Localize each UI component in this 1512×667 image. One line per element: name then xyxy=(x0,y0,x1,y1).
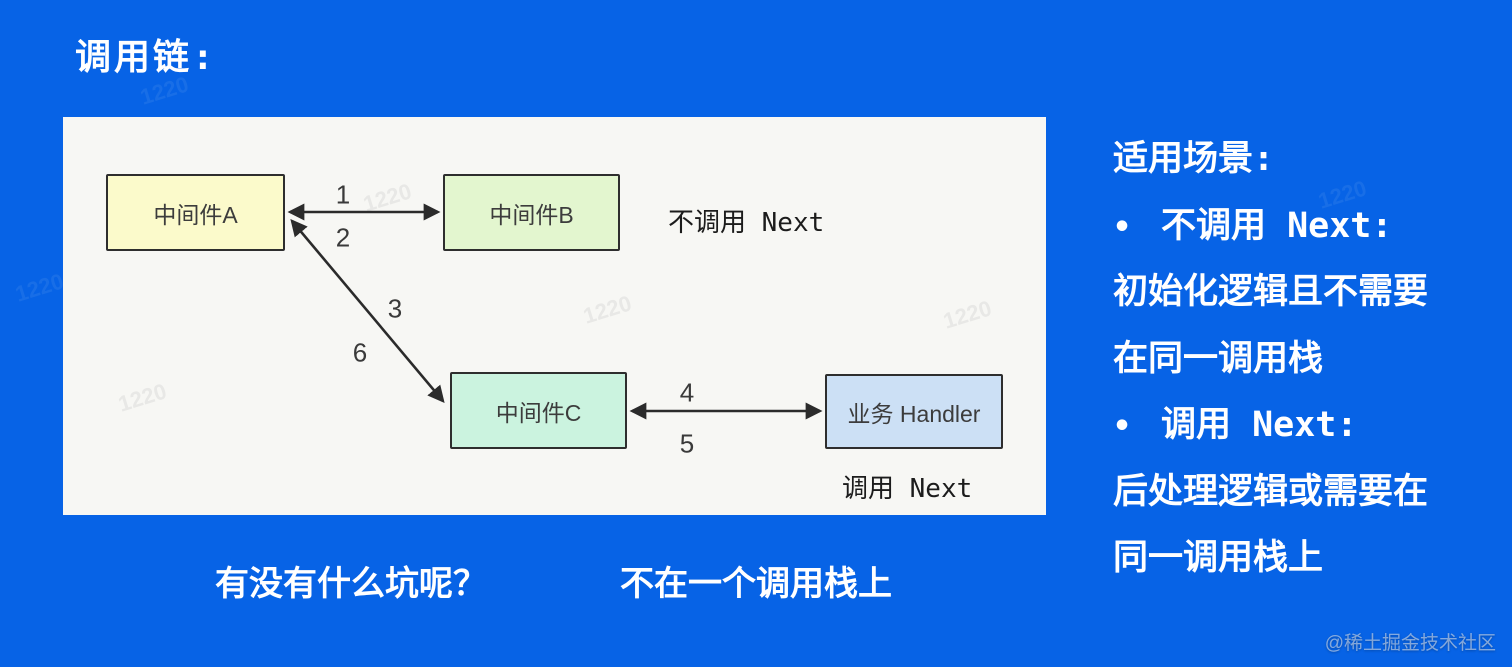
community-watermark: @稀土掘金技术社区 xyxy=(1324,633,1496,654)
arrow-step-label-6: 6 xyxy=(352,337,368,368)
usage-heading: 适用场景: xyxy=(1113,139,1275,179)
arrow-layer xyxy=(287,203,823,420)
next-annotation: 调用 Next xyxy=(842,474,973,504)
usage-line: 初始化逻辑且不需要 xyxy=(1113,272,1429,312)
usage-line: 同一调用栈上 xyxy=(1113,538,1324,578)
usage-line-text: 不调用 Next: xyxy=(1161,205,1393,246)
bullet-icon: • xyxy=(1113,409,1132,444)
node-label: 中间件C xyxy=(495,399,582,426)
arrow-step-label-2: 2 xyxy=(335,222,351,253)
node-label: 中间件A xyxy=(153,201,238,228)
usage-line: 在同一调用栈 xyxy=(1113,338,1324,379)
usage-line-next: • 调用 Next: xyxy=(1113,392,1505,459)
usage-line-text: 调用 Next: xyxy=(1161,405,1358,445)
watermark-tile: 1220 xyxy=(12,268,67,307)
usage-panel: 适用场景: • 不调用 Next: 初始化逻辑且不需要 在同一调用栈 • 调用 Ne… xyxy=(1113,126,1505,592)
page-title: 调用链: xyxy=(75,37,217,78)
node-label: 中间件B xyxy=(489,201,574,228)
arrow-step-label-1: 1 xyxy=(335,179,351,210)
node-middleware-c: 中间件C xyxy=(450,372,627,449)
question-caption: 有没有什么坑呢？ xyxy=(215,564,487,604)
node-business-handler: 业务 Handler xyxy=(825,374,1003,449)
node-middleware-a: 中间件A xyxy=(106,174,285,251)
arrow-step-label-5: 5 xyxy=(679,428,695,459)
arrow-a-c xyxy=(290,219,445,403)
no-next-annotation: 不调用 Next xyxy=(668,208,825,238)
usage-line: 后处理逻辑或需要在 xyxy=(1113,471,1429,512)
node-label: 业务 Handler xyxy=(847,400,981,427)
diagram-panel: 1220 1220 1220 1220 中间件A 中间件B 中间件C 业务 Ha… xyxy=(63,117,1046,515)
arrow-step-label-4: 4 xyxy=(679,377,695,408)
callstack-caption: 不在一个调用栈上 xyxy=(620,564,892,604)
usage-line-no-next: • 不调用 Next: xyxy=(1113,193,1505,260)
node-middleware-b: 中间件B xyxy=(443,174,620,251)
arrow-step-label-3: 3 xyxy=(387,293,403,324)
bullet-icon: • xyxy=(1113,209,1132,245)
